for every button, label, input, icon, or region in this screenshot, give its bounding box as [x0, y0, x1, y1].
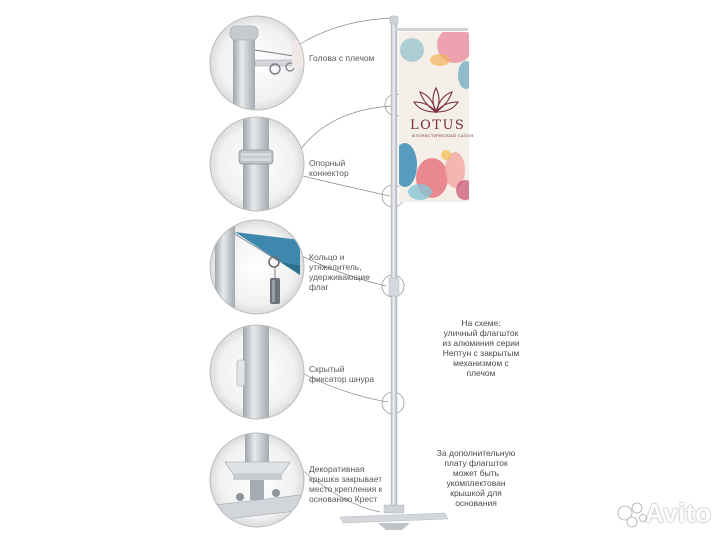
- avito-watermark: Avito: [614, 498, 712, 529]
- label-ring: Кольцо и утяжелитель, удерживающие флаг: [309, 252, 370, 292]
- avito-watermark-text: Avito: [645, 498, 712, 528]
- label-cap: Декоративная крышка закрывает место креп…: [309, 464, 383, 504]
- label-head: Голова с плечом: [309, 53, 375, 63]
- detail-circle-cap: [209, 432, 305, 528]
- leader-line-head: [299, 17, 394, 45]
- leader-line-connector: [299, 105, 393, 151]
- flag-brand-text: LOTUS: [410, 118, 466, 133]
- leader-line-ring: [302, 175, 391, 197]
- avito-dots-icon: [617, 502, 647, 528]
- leader-lines: [299, 17, 394, 513]
- detail-circle-connector: [209, 116, 305, 212]
- note-extra: За дополнительную плату флагшток может б…: [436, 448, 516, 508]
- main-flagpole: [339, 15, 468, 530]
- detail-circle-head: [209, 15, 305, 111]
- note-scheme: На схеме: уличный флагшток из алюминия с…: [442, 318, 520, 378]
- lotus-logo-icon: [413, 86, 459, 114]
- leader-line-cap: [301, 469, 381, 513]
- flag-banner: [399, 32, 469, 202]
- leader-line-ring-2: [299, 254, 387, 287]
- detail-circle-latch: [209, 324, 305, 420]
- flag-tagline-text: ФЛОРИСТИЧЕСКИЙ САЛОН: [412, 134, 474, 138]
- leader-line-latch: [299, 371, 389, 403]
- label-latch: Скрытый фиксатор шнура: [309, 364, 375, 384]
- label-connector: Опорный коннектор: [309, 158, 349, 178]
- detail-circle-ring: [209, 219, 305, 315]
